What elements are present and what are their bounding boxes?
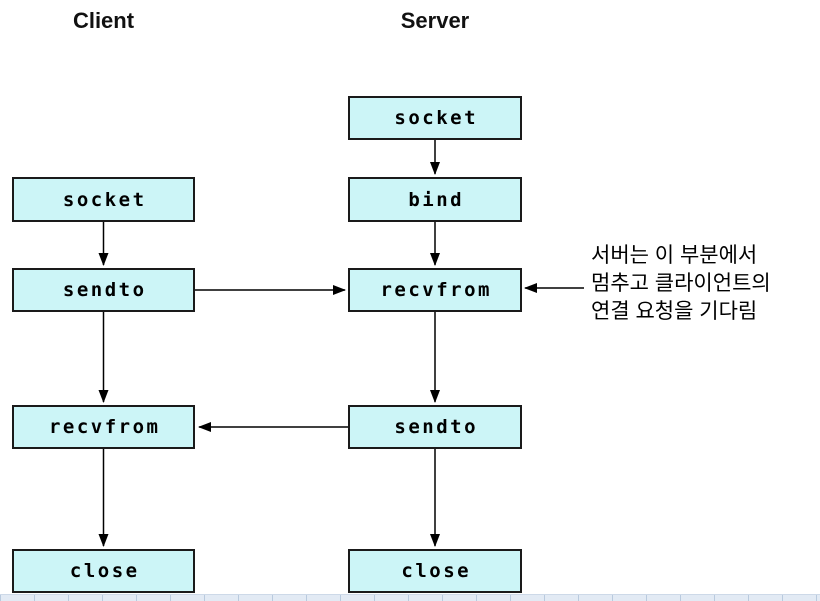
- annotation-line: 연결 요청을 기다림: [591, 300, 758, 323]
- box-label: socket: [62, 188, 147, 211]
- box-label: recvfrom: [380, 279, 492, 301]
- server-socket-box: socket: [348, 96, 522, 140]
- box-label: recvfrom: [48, 416, 161, 438]
- annotation-line: 서버는 이 부분에서: [591, 244, 758, 267]
- server-bind-box: bind: [348, 177, 522, 222]
- slide-edge-strip: [0, 594, 820, 601]
- client-socket-box: socket: [12, 177, 195, 222]
- server-recvfrom-box: recvfrom: [348, 268, 522, 312]
- box-label: bind: [408, 188, 465, 211]
- client-sendto-box: sendto: [12, 268, 195, 312]
- box-label: close: [401, 560, 472, 582]
- client-recvfrom-box: recvfrom: [12, 405, 195, 449]
- box-label: sendto: [62, 279, 147, 301]
- annotation-line: 멈추고 클라이언트의: [591, 272, 771, 295]
- column-title-client: Client: [72, 8, 135, 33]
- column-title-server: Server: [400, 8, 470, 33]
- server-sendto-box: sendto: [348, 405, 522, 449]
- box-label: close: [69, 560, 140, 582]
- box-label: sendto: [394, 416, 479, 438]
- client-close-box: close: [12, 549, 195, 593]
- box-label: socket: [394, 107, 479, 129]
- server-close-box: close: [348, 549, 522, 593]
- annotation-text: 서버는 이 부분에서 멈추고 클라이언트의 연결 요청을 기다림: [591, 242, 771, 326]
